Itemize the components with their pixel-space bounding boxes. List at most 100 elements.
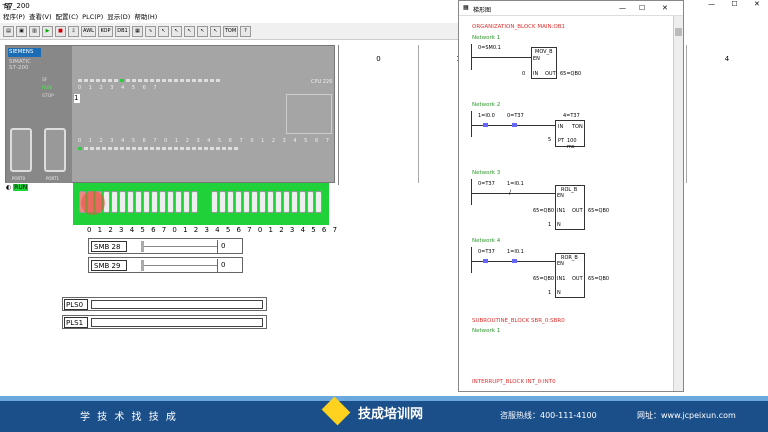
scroll-thumb[interactable] bbox=[675, 28, 682, 36]
slider-track[interactable] bbox=[141, 265, 217, 266]
open-icon[interactable]: ▤ bbox=[3, 25, 14, 37]
network-label: Network 1 bbox=[472, 328, 501, 334]
slider-handle[interactable] bbox=[141, 241, 144, 252]
download-icon[interactable]: ⇩ bbox=[68, 25, 79, 37]
box-name: MOV_B bbox=[535, 49, 553, 55]
contact-label: 0=T37 bbox=[478, 181, 495, 187]
bg-window-controls: — ☐ ✕ bbox=[700, 0, 768, 12]
footer-brand: 技成培训网 bbox=[358, 407, 424, 422]
run-toggle[interactable]: ◐ RUN bbox=[6, 184, 34, 193]
ton-box: IN TON PT 100 ms bbox=[555, 120, 585, 150]
pls-label: PLS0 bbox=[64, 299, 88, 310]
ladder-window-icon: ▦ bbox=[463, 4, 469, 11]
close-icon[interactable]: ✕ bbox=[753, 0, 760, 8]
run-toggle-label: RUN bbox=[13, 184, 29, 191]
help-icon[interactable]: ? bbox=[240, 25, 251, 37]
run-icon[interactable]: ▶ bbox=[42, 25, 53, 37]
window-title: S7_200 bbox=[4, 2, 30, 10]
mode-value-box: 1 bbox=[74, 94, 80, 103]
monitor-icon[interactable]: ▦ bbox=[132, 25, 143, 37]
box-name: 4=T37 bbox=[563, 113, 580, 119]
table-col: 4 bbox=[724, 55, 730, 63]
footer-website: 网址：www.jcpeixun.com bbox=[637, 411, 736, 420]
menu-display[interactable]: 显示(D) bbox=[107, 13, 131, 21]
stop-label: STOP bbox=[42, 94, 54, 99]
slider-label: SMB 28 bbox=[91, 241, 127, 252]
db1-button[interactable]: DB1 bbox=[115, 25, 130, 37]
input-digits-top: 0 1 2 3 4 5 6 7 bbox=[78, 85, 160, 91]
input-terminal-strip bbox=[73, 183, 329, 225]
ror-b-box: ROR_B EN IN1 OUT N bbox=[555, 253, 585, 298]
pointer-icon-3[interactable]: ↖ bbox=[184, 25, 195, 37]
mov-b-box: MOV_B EN IN OUT bbox=[531, 47, 557, 79]
pointer-icon-2[interactable]: ↖ bbox=[171, 25, 182, 37]
ladder-window: ▦ 梯形图 — ☐ ✕ ORGANIZATION_BLOCK MAIN:OB1 … bbox=[458, 0, 684, 392]
box-n-val: 1 bbox=[548, 290, 552, 296]
slider-value: 0 bbox=[217, 240, 242, 253]
wave-icon[interactable]: ∿ bbox=[145, 25, 156, 37]
terminal-block-2 bbox=[211, 191, 322, 213]
menu-program[interactable]: 程序(P) bbox=[3, 13, 25, 21]
terminal-numbers: 0 1 2 3 4 5 6 7 0 1 2 3 4 5 6 7 0 1 2 3 … bbox=[87, 226, 340, 234]
print-icon[interactable]: ▥ bbox=[29, 25, 40, 37]
int-block-title: INTERRUPT_BLOCK INT_0:INT0 bbox=[472, 379, 556, 385]
table-col: 0 bbox=[339, 45, 419, 183]
pls1-row: PLS1 bbox=[62, 315, 267, 329]
save-icon[interactable]: ▣ bbox=[16, 25, 27, 37]
stop-icon[interactable]: ■ bbox=[55, 25, 66, 37]
menu-config[interactable]: 配置(C) bbox=[55, 13, 79, 21]
slider-track[interactable] bbox=[141, 246, 217, 247]
contact-label: 0=T37 bbox=[507, 113, 524, 119]
minimize-icon[interactable]: — bbox=[708, 0, 716, 8]
pls-bar bbox=[91, 300, 263, 309]
input-leds-top bbox=[78, 79, 220, 83]
pointer-icon-5[interactable]: ↖ bbox=[210, 25, 221, 37]
sf-label: SF bbox=[42, 78, 48, 83]
box-in-val: 65=QB0 bbox=[533, 276, 555, 282]
pointer-icon[interactable]: ↖ bbox=[158, 25, 169, 37]
cpu-cover bbox=[286, 94, 332, 134]
box-in: IN1 bbox=[557, 276, 566, 282]
slider-handle[interactable] bbox=[141, 260, 144, 271]
network-label: Network 4 bbox=[472, 238, 501, 244]
active-input-highlight bbox=[81, 191, 105, 215]
maximize-icon[interactable]: ☐ bbox=[731, 0, 738, 8]
network-label: Network 1 bbox=[472, 35, 501, 41]
box-n: N bbox=[557, 290, 561, 296]
box-in-val: 0 bbox=[522, 71, 526, 77]
menu-help[interactable]: 帮助(H) bbox=[134, 13, 158, 21]
contact-label: 1=I0.1 bbox=[507, 249, 524, 255]
sbr-block-title: SUBROUTINE_BLOCK SBR_0:SBR0 bbox=[472, 318, 565, 324]
cpu-label: CPU 226 bbox=[311, 79, 333, 85]
siemens-logo: SIEMENS bbox=[8, 48, 41, 57]
port1-connector bbox=[44, 128, 66, 172]
contact-label: 1=I0.0 bbox=[478, 113, 495, 119]
footer-stripe bbox=[0, 396, 768, 401]
close-icon[interactable]: ✕ bbox=[662, 4, 668, 12]
minimize-icon[interactable]: — bbox=[619, 4, 626, 12]
toggle-icon: ◐ bbox=[6, 184, 12, 191]
awl-button[interactable]: AWL bbox=[81, 25, 96, 37]
run-label: RUN bbox=[42, 86, 52, 91]
menu-view[interactable]: 查看(V) bbox=[29, 13, 52, 21]
port0-label: PORT0 bbox=[12, 176, 26, 181]
network-label: Network 2 bbox=[472, 102, 501, 108]
contact-on-marker bbox=[512, 259, 517, 263]
contact-label: 1=I0.1 bbox=[507, 181, 524, 187]
network-label: Network 3 bbox=[472, 170, 501, 176]
box-name: ROL_B bbox=[561, 187, 578, 193]
box-in: IN1 bbox=[557, 208, 566, 214]
vertical-scrollbar[interactable] bbox=[673, 16, 683, 391]
contact-on-marker bbox=[512, 123, 517, 127]
menu-plc[interactable]: PLC(P) bbox=[82, 13, 104, 21]
toolbar: ▤ ▣ ▥ ▶ ■ ⇩ AWL KOP DB1 ▦ ∿ ↖ ↖ ↖ ↖ ↖ TO… bbox=[0, 23, 460, 40]
box-n: N bbox=[557, 222, 561, 228]
pointer-icon-4[interactable]: ↖ bbox=[197, 25, 208, 37]
ladder-title-bar: ▦ 梯形图 — ☐ ✕ bbox=[459, 1, 683, 16]
box-pt: PT bbox=[558, 138, 565, 144]
kop-button[interactable]: KOP bbox=[98, 25, 113, 37]
maximize-icon[interactable]: ☐ bbox=[639, 4, 646, 12]
main-block-title: ORGANIZATION_BLOCK MAIN:OB1 bbox=[472, 24, 566, 30]
tom-button[interactable]: TOM bbox=[223, 25, 238, 37]
contact-label: 0=SM0.1 bbox=[478, 45, 501, 51]
